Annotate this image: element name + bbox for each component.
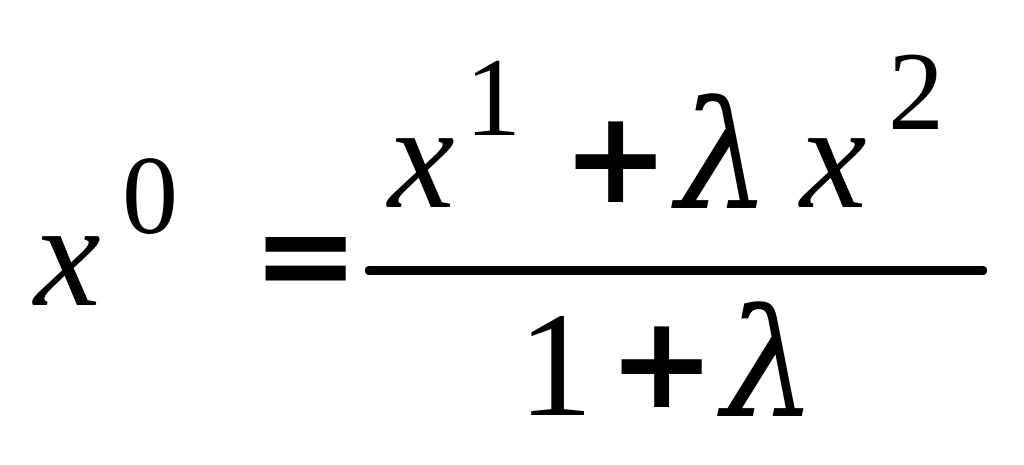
numerator-plus-sign: + <box>562 84 670 233</box>
denominator-lambda: λ <box>722 278 818 452</box>
lhs-superscript: 0 <box>122 134 178 258</box>
fraction-bar <box>365 266 987 275</box>
lhs-variable: x <box>34 172 101 338</box>
denominator-constant: 1 <box>518 282 593 448</box>
numerator-term2-variable: x <box>800 74 867 240</box>
numerator-lambda: λ <box>676 70 772 244</box>
numerator-term2-superscript: 2 <box>888 30 944 154</box>
denominator-plus-sign: + <box>608 289 716 438</box>
numerator-term1-superscript: 1 <box>465 36 521 160</box>
equals-sign: = <box>252 181 360 330</box>
numerator-term1-variable: x <box>388 74 455 240</box>
